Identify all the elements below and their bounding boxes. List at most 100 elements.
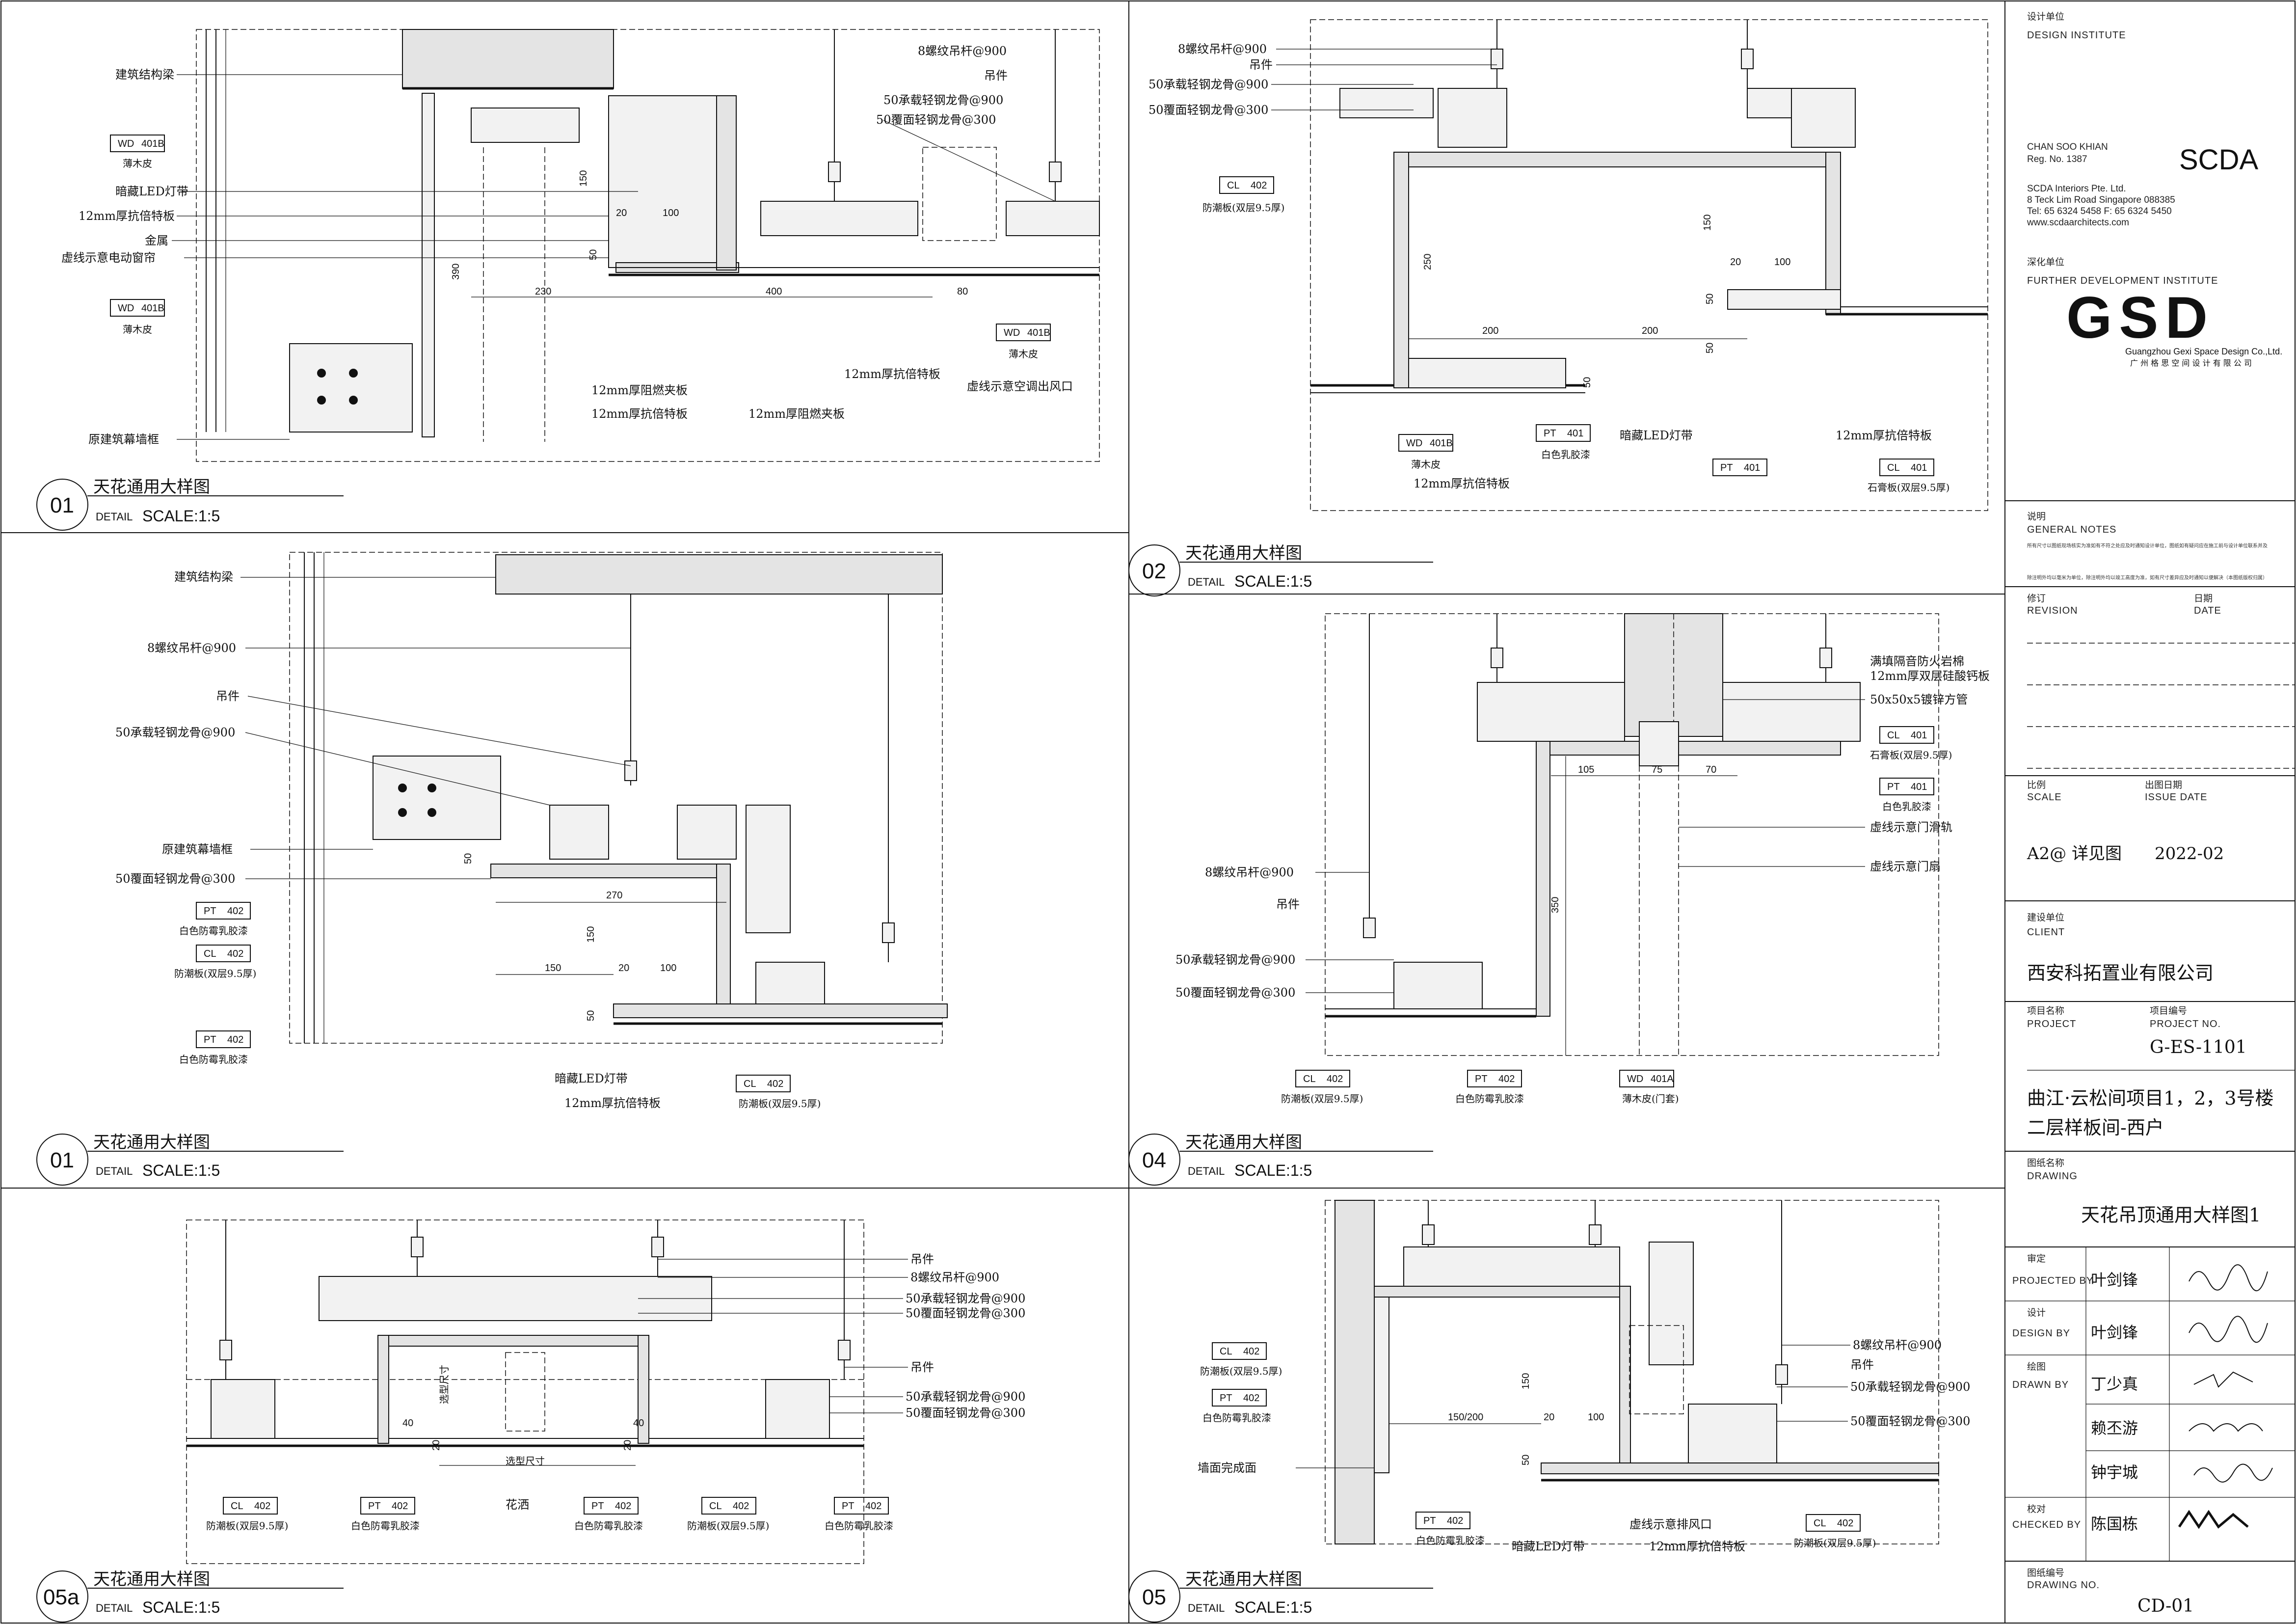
material-tag-code: WD	[1004, 327, 1020, 338]
scale-label: SCALE:1:5	[1234, 1598, 1312, 1616]
signature-mark	[2189, 1316, 2268, 1343]
scda-address: 8 Teck Lim Road Singapore 088385	[2027, 195, 2175, 205]
callout-label: 虚线示意门滑轨	[1870, 820, 1952, 834]
callout-label: 薄木皮	[123, 324, 152, 335]
ceiling-drop	[490, 864, 727, 878]
material-tag-number: 401	[1567, 428, 1583, 439]
material-tag-code: CL	[744, 1079, 756, 1089]
callout-label: 暗藏LED灯带	[1620, 429, 1693, 442]
callout-label: 12mm厚抗倍特板	[564, 1096, 661, 1110]
panel-title: 天花通用大样图	[93, 1133, 210, 1152]
callout-label: 墙面完成面	[1198, 1461, 1256, 1475]
material-tag-code: PT	[204, 1034, 216, 1045]
material-tag-code: PT	[1423, 1516, 1436, 1526]
material-tag-number: 402	[1498, 1074, 1515, 1084]
signature-mark	[2189, 1264, 2268, 1292]
notes-body-2: 除注明外均以毫米为单位，除注明外均以竣工高度为准，如有尺寸差异应及时通知以便解决…	[2027, 574, 2268, 581]
gsd-company-en: Guangzhou Gexi Space Design Co.,Ltd.	[2125, 347, 2282, 356]
panel-01-top-labels: 建筑结构梁 WD 401B 薄木皮 暗藏LED灯带 12mm厚抗倍特板 金属 虚…	[61, 44, 1073, 446]
gsd-company-cn: 广 州 格 思 空 间 设 计 有 限 公 司	[2130, 358, 2252, 368]
callout-label: 原建筑幕墙框	[162, 842, 233, 856]
panel-05a: 40 40 20 20 吊件 8螺纹吊杆@900 50承载轻钢龙骨@900 50…	[36, 1219, 1025, 1623]
client-value: 西安科拓置业有限公司	[2027, 962, 2214, 984]
dim-label: 20	[1730, 257, 1741, 268]
callout-label: 防潮板(双层9.5厚)	[739, 1098, 821, 1110]
architect-reg: Reg. No. 1387	[2027, 154, 2087, 164]
panel-02-labels: 8螺纹吊杆@900 吊件 50承载轻钢龙骨@900 50覆面轻钢龙骨@300 C…	[1148, 42, 1949, 493]
material-tag-code: WD	[118, 138, 134, 149]
date-cn: 日期	[2194, 593, 2213, 604]
ceiling-box	[608, 95, 732, 268]
issue-en: ISSUE DATE	[2145, 792, 2207, 803]
material-tag-number: 401B	[141, 303, 164, 314]
dim-label: 250	[1422, 254, 1433, 270]
revision-cn: 修订	[2027, 593, 2046, 604]
material-tag-number: 402	[1837, 1518, 1853, 1529]
checked-en: CHECKED BY	[2012, 1519, 2081, 1530]
material-tag-number: 402	[227, 948, 243, 959]
callout-label: 金属	[145, 234, 168, 247]
detail-label: DETAIL	[96, 1165, 133, 1177]
panel-title: 天花通用大样图	[93, 477, 210, 497]
project-cn: 项目名称	[2027, 1005, 2064, 1016]
callout-label: 薄木皮(门套)	[1622, 1093, 1679, 1105]
material-tag-number: 402	[865, 1501, 881, 1512]
material-tag-number: 402	[1327, 1074, 1343, 1084]
callout-label: 12mm厚抗倍特板	[844, 367, 940, 381]
project-en: PROJECT	[2027, 1019, 2076, 1029]
scda-phone: Tel: 65 6324 5458 F: 65 6324 5450	[2027, 206, 2172, 217]
dim-label: 20	[616, 208, 627, 218]
panel-05a-frame	[186, 1219, 864, 1564]
callout-label: 吊件	[1276, 897, 1300, 911]
panel-01-middle: 50 270 150 150 20 100 50 建筑结构梁 8螺纹吊杆@900…	[36, 552, 948, 1186]
callout-label: 防潮板(双层9.5厚)	[206, 1520, 288, 1532]
callout-label: 防潮板(双层9.5厚)	[1281, 1093, 1363, 1105]
drawn-en: DRAWN BY	[2012, 1380, 2069, 1390]
callout-label: 白色防霉乳胶漆	[1416, 1535, 1485, 1546]
panel-02-dims: 250 150 200 200 50 20 100 50 50	[1409, 215, 1790, 388]
client-en: CLIENT	[2027, 927, 2065, 938]
dim-label: 100	[660, 963, 676, 974]
callout-label: 12mm厚阻燃夹板	[748, 407, 845, 421]
callout-label: 暗藏LED灯带	[1512, 1540, 1585, 1553]
callout-label: 50覆面轻钢龙骨@300	[1175, 986, 1295, 1000]
material-tag-code: CL	[1814, 1518, 1826, 1529]
dim-label: 100	[1588, 1412, 1604, 1423]
callout-label: 原建筑幕墙框	[88, 433, 159, 446]
panel-number-circle	[1128, 544, 1180, 596]
drawing-no-en: DRAWING NO.	[2027, 1580, 2100, 1591]
detail-label: DETAIL	[1188, 576, 1225, 588]
callout-label: 12mm厚阻燃夹板	[591, 383, 688, 397]
dim-label: 230	[535, 286, 551, 297]
dim-label: 20	[431, 1440, 442, 1451]
material-tag-number: 401B	[141, 138, 164, 149]
date-en: DATE	[2194, 605, 2221, 616]
callout-label: 白色防霉乳胶漆	[1202, 1412, 1271, 1424]
callout-label: 8螺纹吊杆@900	[147, 641, 236, 655]
checked-name: 陈国栋	[2091, 1515, 2138, 1533]
callout-label: 50承载轻钢龙骨@900	[1175, 953, 1295, 967]
panel-01-top: 150 390 100 20 50 230 400 80 建筑结构梁 WD 40…	[36, 29, 1100, 531]
extra-name-2: 钟宇城	[2091, 1463, 2138, 1482]
client-cn: 建设单位	[2027, 912, 2064, 923]
callout-label: 吊件	[910, 1360, 934, 1374]
material-tag-code: CL	[231, 1501, 243, 1512]
material-tag-number: 401	[1911, 782, 1927, 792]
panel-number: 05a	[43, 1585, 80, 1609]
dim-label: 50	[1582, 377, 1593, 388]
project-no-cn: 项目编号	[2150, 1005, 2187, 1016]
dim-label: 20	[618, 963, 629, 974]
drawing-en: DRAWING	[2027, 1171, 2078, 1182]
scale-label: SCALE:1:5	[1234, 572, 1312, 590]
callout-label: 50承载轻钢龙骨@900	[883, 93, 1003, 107]
callout-label: 白色乳胶漆	[1882, 801, 1931, 812]
callout-label: 50覆面轻钢龙骨@300	[1148, 103, 1268, 117]
material-tag-code: PT	[1220, 1393, 1232, 1404]
scale-label: SCALE:1:5	[142, 1598, 220, 1616]
dim-label: 150	[1702, 215, 1713, 231]
panel-number: 04	[1142, 1148, 1166, 1172]
callout-label: 石膏板(双层9.5厚)	[1870, 749, 1952, 761]
panel-title-block: 01 天花通用大样图 DETAIL SCALE:1:5	[36, 1133, 344, 1186]
material-tag-number: 402	[1243, 1346, 1259, 1357]
